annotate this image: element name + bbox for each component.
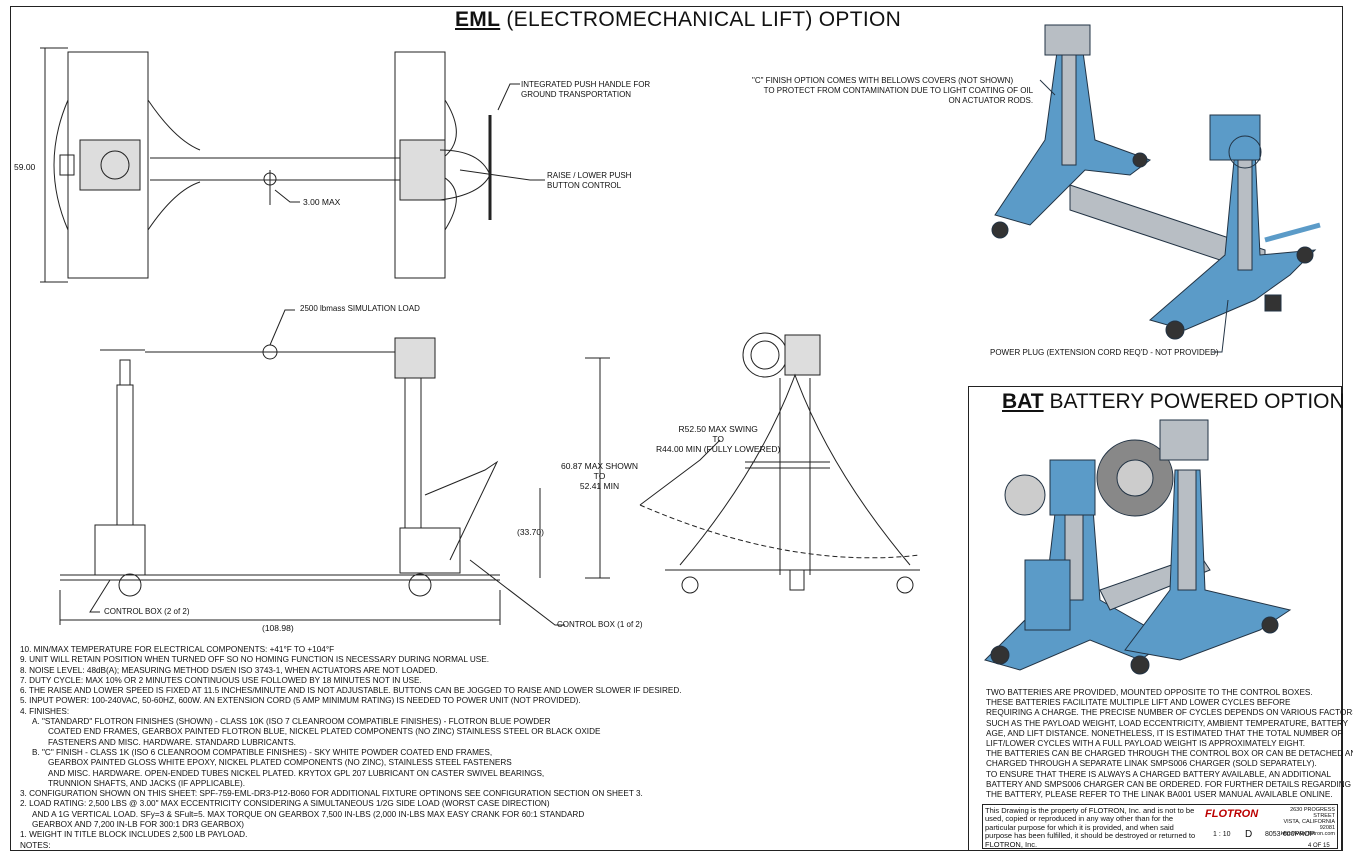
size-value: D [1245, 829, 1253, 840]
bat-description: TWO BATTERIES ARE PROVIDED, MOUNTED OPPO… [986, 688, 1353, 800]
scale-value: 1 : 10 [1213, 831, 1231, 838]
dim-max-ecc: 3.00 MAX [303, 197, 341, 207]
note-line: GEARBOX PAINTED GLOSS WHITE EPOXY, NICKE… [48, 758, 512, 768]
notes-block: 10. MIN/MAX TEMPERATURE FOR ELECTRICAL C… [20, 645, 682, 851]
eml-iso-render [991, 24, 1321, 353]
sheet-number: 4 OF 15 [1308, 843, 1330, 849]
note-line: 3. CONFIGURATION SHOWN ON THIS SHEET: SP… [20, 789, 643, 799]
note-line: 1. WEIGHT IN TITLE BLOCK INCLUDES 2,500 … [20, 830, 248, 840]
front-view [59, 309, 610, 626]
drawing-sheet [10, 6, 1343, 851]
power-plug-callout: POWER PLUG (EXTENSION CORD REQ'D - NOT P… [990, 348, 1219, 357]
note-line: TRUNNION SHAFTS, AND JACKS (IF APPLICABL… [48, 778, 245, 788]
note-line: COATED END FRAMES, GEARBOX PAINTED FLOTR… [48, 727, 601, 737]
note-line: 8. NOISE LEVEL: 48dB(A); MEASURING METHO… [20, 665, 438, 675]
note-line: 10. MIN/MAX TEMPERATURE FOR ELECTRICAL C… [20, 645, 335, 654]
note-line: 2. LOAD RATING: 2,500 LBS @ 3.00" MAX EC… [20, 799, 550, 809]
note-line: 6. THE RAISE AND LOWER SPEED IS FIXED AT… [20, 686, 682, 696]
sim-load-callout: 2500 lbmass SIMULATION LOAD [300, 304, 420, 313]
note-line: 4. FINISHES: [20, 706, 70, 716]
property-notice: This Drawing is the property of FLOTRON,… [985, 806, 1196, 849]
note-line: FASTENERS AND MISC. HARDWARE. STANDARD L… [48, 737, 296, 747]
finish-c-callout: "C" FINISH OPTION COMES WITH BELLOWS COV… [752, 76, 1034, 105]
dim-side: (33.70) [517, 527, 544, 537]
bat-title: BAT BATTERY POWERED OPTION [1002, 390, 1345, 413]
side-view [639, 332, 921, 594]
left-end-plate [67, 51, 149, 279]
drawing-number: 8053-600PROP [1265, 831, 1315, 838]
dim-width: 59.00 [14, 162, 36, 172]
note-line: NOTES: [20, 840, 51, 850]
page-title: EML (ELECTROMECHANICAL LIFT) OPTION [455, 8, 902, 31]
note-line: A. "STANDARD" FLOTRON FINISHES (SHOWN) -… [32, 717, 551, 727]
title-block: This Drawing is the property of FLOTRON,… [982, 804, 1338, 849]
note-line: 5. INPUT POWER: 100-240VAC, 50-60HZ, 600… [20, 696, 581, 706]
note-line: GEARBOX AND 7,200 IN-LB FOR 300:1 DR3 GE… [32, 820, 245, 830]
note-line: B. "C" FINISH - CLASS 1K (ISO 6 CLEANROO… [32, 747, 493, 757]
top-view [40, 47, 545, 283]
left-frame-curve [53, 99, 69, 231]
note-line: 9. UNIT WILL RETAIN POSITION WHEN TURNED… [20, 655, 490, 665]
control-box-2-callout: CONTROL BOX (2 of 2) [104, 607, 190, 616]
control-box-1-callout: CONTROL BOX (1 of 2) [557, 620, 643, 629]
note-line: AND A 1G VERTICAL LOAD. SFy=3 & SFult=5.… [32, 809, 585, 819]
note-line: AND MISC. HARDWARE. OPEN-ENDED TUBES NIC… [48, 768, 545, 778]
flotron-logo: FLOTRON [1205, 808, 1259, 820]
dim-length: (108.98) [262, 623, 294, 633]
note-line: 7. DUTY CYCLE: MAX 10% OR 2 MINUTES CONT… [20, 675, 422, 685]
